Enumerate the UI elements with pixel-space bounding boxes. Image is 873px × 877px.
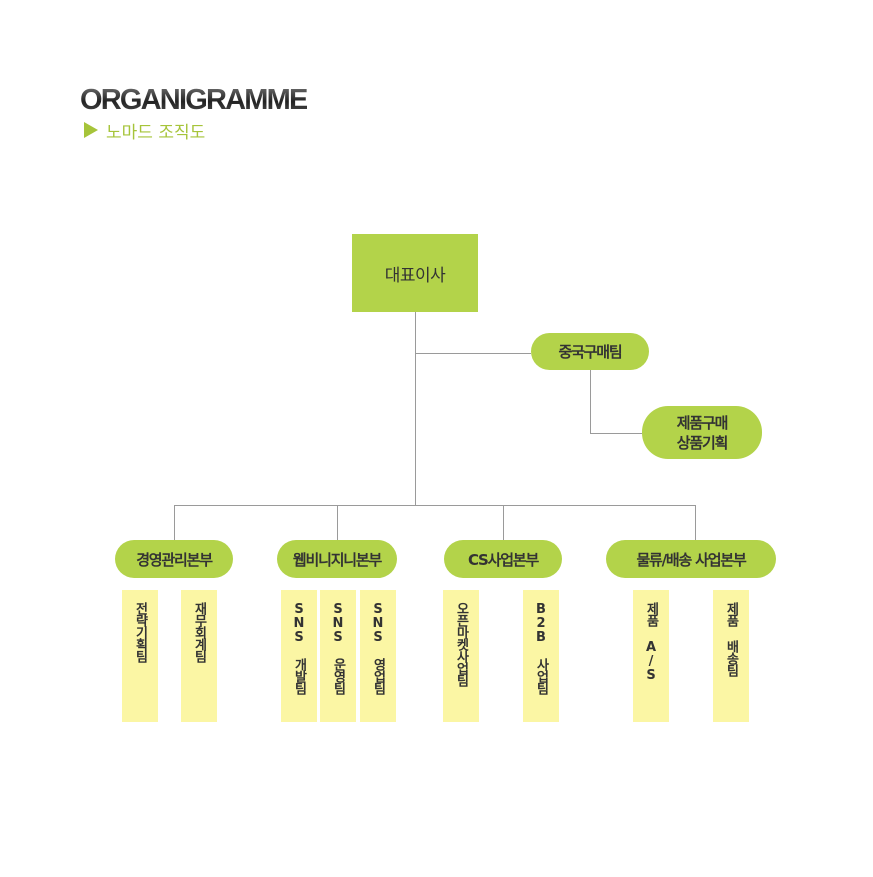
- product-planning-line1: 제품구매: [676, 413, 729, 432]
- team-sns-operation: SNS 운영팀: [320, 590, 356, 722]
- team-strategy-planning: 전략기획팀: [122, 590, 158, 722]
- division-cs: CS사업본부: [444, 540, 562, 578]
- page-title: ORGANIGRAMME: [80, 84, 308, 116]
- china-purchasing-team: 중국구매팀: [531, 333, 649, 370]
- ceo-box: 대표이사: [352, 234, 478, 312]
- team-sns-development: SNS 개발팀: [281, 590, 317, 722]
- team-finance-accounting: 재무회계팀: [181, 590, 217, 722]
- product-planning-team: 제품구매 상품기획: [642, 406, 762, 459]
- division-logistics: 물류/배송 사업본부: [606, 540, 776, 578]
- team-b2b: B2B 사업팀: [523, 590, 559, 722]
- team-open-market: 오픈마켓사업팀: [443, 590, 479, 722]
- product-planning-line2: 상품기획: [676, 433, 729, 452]
- subtitle-text: 노마드 조직도: [106, 122, 206, 143]
- division-web: 웹비니지니본부: [277, 540, 397, 578]
- division-management: 경영관리본부: [115, 540, 233, 578]
- team-product-as: 제품 A/S: [633, 590, 669, 722]
- team-sns-sales: SNS 영업팀: [360, 590, 396, 722]
- play-arrow-icon: [84, 122, 98, 138]
- planning-branch-line: [590, 370, 642, 434]
- team-product-delivery: 제품 배송팀: [713, 590, 749, 722]
- page-subtitle: 노마드 조직도: [84, 120, 206, 143]
